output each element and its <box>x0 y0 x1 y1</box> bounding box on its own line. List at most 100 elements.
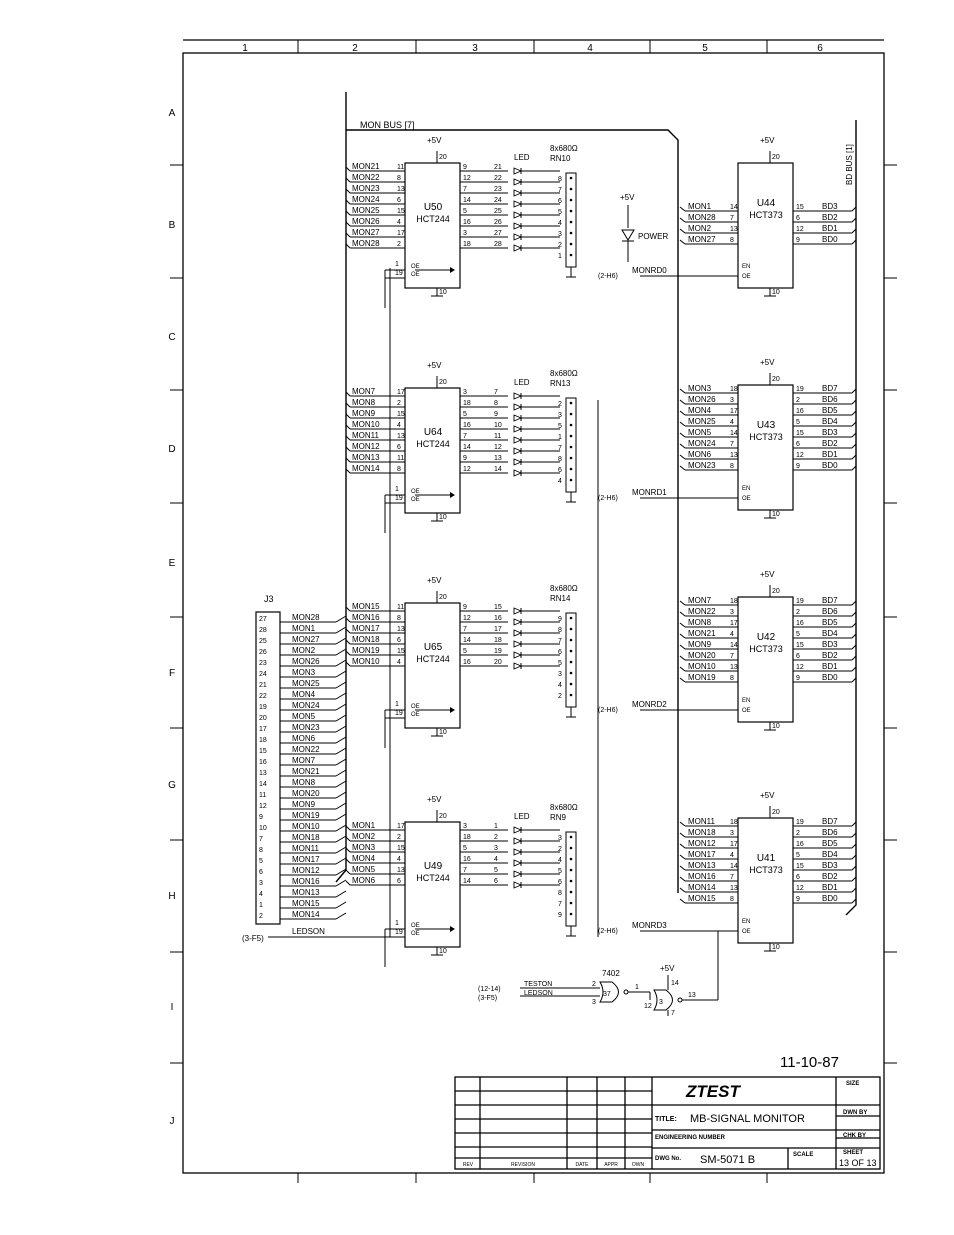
grid-col-3: 3 <box>472 43 478 54</box>
output-pin: 2 <box>796 609 800 616</box>
rn-pin: 3 <box>558 412 562 419</box>
input-pin: 8 <box>730 463 734 470</box>
bus-tap <box>345 232 351 238</box>
output-pin: 5 <box>463 208 467 215</box>
bus-tap <box>851 644 857 650</box>
connector-pin: 27 <box>259 616 267 623</box>
input-signal: MON16 <box>352 613 380 622</box>
connector-pin: 14 <box>259 781 267 788</box>
nand-ref: 7402 <box>602 969 620 978</box>
output-pin: 19 <box>796 598 804 605</box>
output-pin: 16 <box>796 841 804 848</box>
chip-ref: U49 <box>424 861 443 872</box>
input-signal: MON10 <box>352 420 380 429</box>
bus-tap <box>679 410 686 416</box>
rd-ref: (2-H6) <box>598 273 618 280</box>
connector-pin: 24 <box>259 671 267 678</box>
grid-col-6: 6 <box>817 43 823 54</box>
input-signal: MON3 <box>688 384 712 393</box>
rn-pin: 3 <box>558 835 562 842</box>
output-pin: 6 <box>796 874 800 881</box>
output-pin: 12 <box>463 175 471 182</box>
rn-pin-dot <box>569 412 573 416</box>
ledson-signal: LEDSON <box>292 927 325 936</box>
led-symbol <box>513 222 523 230</box>
bus-tap <box>679 821 686 827</box>
gate-pin-13: 13 <box>688 992 696 999</box>
gnd-pin: 10 <box>772 723 780 730</box>
output-signal: BD6 <box>822 607 838 616</box>
bus-tap <box>851 655 857 661</box>
led-pin: 10 <box>494 422 502 429</box>
rn-pin-dot <box>569 616 573 620</box>
connector-signal: MON15 <box>292 899 320 908</box>
led-symbol <box>513 826 523 834</box>
input-signal: MON24 <box>352 195 380 204</box>
input-pin: 11 <box>397 604 404 611</box>
title-block <box>454 1076 881 1170</box>
input-pin: 4 <box>730 631 734 638</box>
rn-pin: 5 <box>558 868 562 875</box>
output-pin: 15 <box>796 642 804 649</box>
output-pin: 19 <box>796 386 804 393</box>
gate-pin-12: 12 <box>644 1003 652 1010</box>
led-symbol <box>513 870 523 878</box>
chip-part: HCT373 <box>749 432 783 442</box>
bus-tap <box>335 813 347 821</box>
input-pin: 2 <box>397 400 401 407</box>
rev-col-0: REV <box>463 1162 474 1168</box>
input-signal: MON12 <box>352 442 380 451</box>
connector-body <box>255 611 281 925</box>
bus-tap <box>335 637 347 645</box>
power-led-vcc: +5V <box>620 193 635 202</box>
bus-tap <box>851 887 857 893</box>
input-signal: MON26 <box>352 217 380 226</box>
led-symbol <box>513 629 523 637</box>
rn-pin: 4 <box>558 857 562 864</box>
bus-tap <box>679 887 686 893</box>
rd-signal: MONRD0 <box>632 266 667 275</box>
oe-label: OE <box>742 274 751 280</box>
led-symbol <box>513 458 523 466</box>
led-pin: 14 <box>494 466 502 473</box>
input-pin: 17 <box>730 841 738 848</box>
output-signal: BD3 <box>822 428 838 437</box>
output-signal: BD1 <box>822 224 838 233</box>
bus-tap <box>679 239 686 245</box>
bus-tap <box>851 228 857 234</box>
led-symbol <box>513 447 523 455</box>
led-pin: 5 <box>494 867 498 874</box>
input-pin: 6 <box>397 637 401 644</box>
bus-tap <box>851 854 857 860</box>
connector-signal: MON8 <box>292 778 316 787</box>
grid-row-C: C <box>168 332 175 343</box>
bus-tap <box>345 468 351 474</box>
oe-label: OE <box>411 923 420 929</box>
bus-tap <box>851 239 857 245</box>
output-pin: 3 <box>463 823 467 830</box>
rn-value: 8x680Ω <box>550 369 578 378</box>
oe-label: OE <box>742 929 751 935</box>
bus-tap <box>345 880 351 886</box>
input-pin: 4 <box>730 419 734 426</box>
led-pin: 25 <box>494 208 502 215</box>
rn-pin: 2 <box>558 401 562 408</box>
input-pin: 13 <box>397 186 405 193</box>
chip-part: HCT244 <box>416 873 450 883</box>
input-pin: 7 <box>730 653 734 660</box>
connector-ref: J3 <box>264 594 274 604</box>
output-signal: BD7 <box>822 817 838 826</box>
connector-signal: MON17 <box>292 855 320 864</box>
input-signal: MON8 <box>352 398 376 407</box>
bus-tap <box>679 421 686 427</box>
vcc-label: +5V <box>427 795 442 804</box>
connector-pin: 3 <box>259 880 263 887</box>
bus-tap <box>345 402 351 408</box>
output-signal: BD2 <box>822 872 838 881</box>
input-signal: MON4 <box>688 406 712 415</box>
rn-pin: 8 <box>558 176 562 183</box>
input-pin: 4 <box>397 422 401 429</box>
grid-row-J: J <box>170 1116 175 1127</box>
